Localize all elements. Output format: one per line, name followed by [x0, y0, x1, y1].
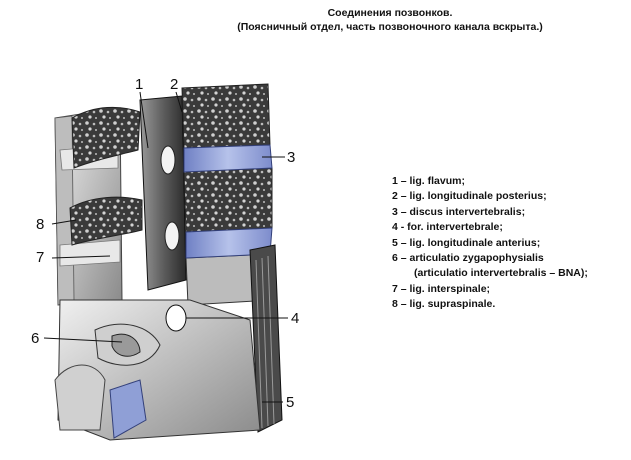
callout-8: 8: [36, 216, 44, 233]
foramen-upper: [160, 145, 176, 175]
legend-item: 1 – lig. flavum;: [392, 175, 465, 187]
title-line-2: (Поясничный отдел, часть позвоночного ка…: [237, 21, 543, 33]
transverse-process: [109, 379, 147, 439]
vertebral-body-top: [181, 83, 271, 149]
callout-4: 4: [291, 310, 299, 327]
anterior-longitudinal-ligament: [249, 244, 283, 433]
legend-item: 6 – articulatio zygapophysialis: [392, 252, 544, 265]
legend-item: 4 - for. intervertebrale;: [392, 221, 503, 234]
legend-item: 2 – lig. longitudinale posterius;: [392, 190, 547, 203]
legend-item: 8 – lig. supraspinale.: [392, 298, 496, 311]
figure-title: Соединения позвонков. (Поясничный отдел,…: [200, 6, 580, 34]
callout-5: 5: [286, 394, 294, 411]
vertebral-body-middle: [183, 167, 273, 233]
anterior-ligament-fibers: [255, 255, 275, 429]
callout-7: 7: [36, 249, 44, 266]
lamina-middle: [69, 196, 143, 246]
legend: 1 – lig. flavum; 2 – lig. longitudinale …: [392, 174, 588, 313]
intervertebral-disc-upper: [183, 144, 273, 173]
ligamentum-flavum: [139, 95, 187, 291]
callout-6: 6: [31, 330, 39, 347]
leader-lines: [43, 91, 288, 403]
callout-1: 1: [135, 76, 143, 93]
legend-item: 7 – lig. interspinale;: [392, 282, 491, 295]
zygapophyseal-joint: [111, 333, 141, 357]
lamina-upper: [71, 106, 141, 169]
legend-item-continuation: (articulatio intervertebralis – BNA);: [414, 267, 588, 280]
foramen-middle: [164, 221, 180, 251]
intervertebral-foramen: [165, 304, 187, 332]
spinous-process-lower: [54, 364, 106, 431]
legend-item: 5 – lig. longitudinale anterius;: [392, 236, 541, 249]
callout-3: 3: [287, 149, 295, 166]
title-line-1: Соединения позвонков.: [327, 7, 453, 19]
legend-item: 3 – discus intervertebralis;: [392, 205, 526, 218]
callout-2: 2: [170, 76, 178, 93]
